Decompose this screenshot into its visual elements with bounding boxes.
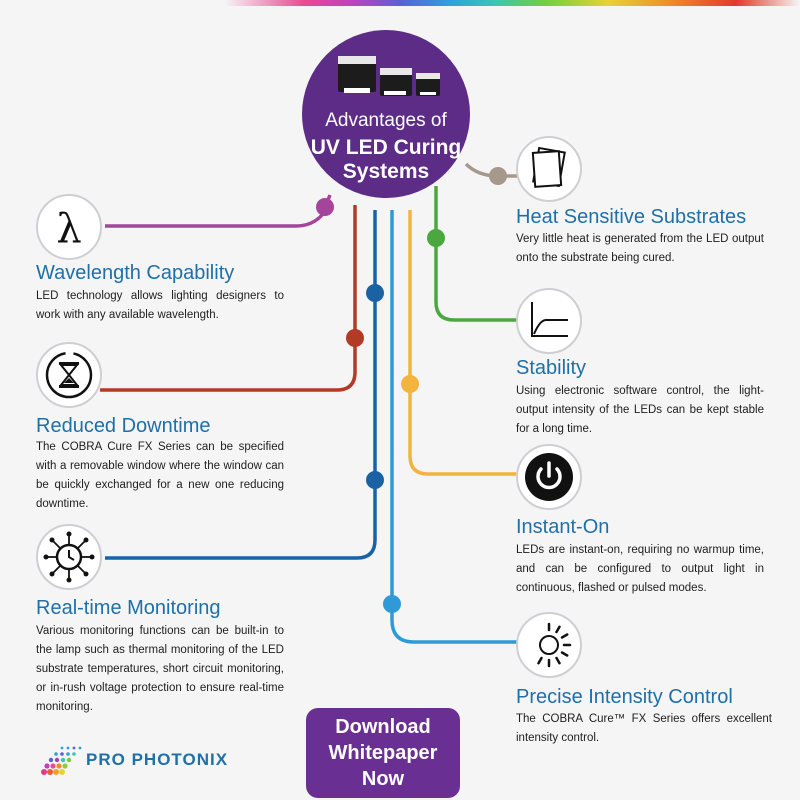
wavelength-node	[316, 198, 334, 216]
instant-desc: LEDs are instant-on, requiring no warmup…	[516, 544, 764, 594]
download-whitepaper-button[interactable]: Download Whitepaper Now	[306, 708, 460, 798]
stability-connector	[434, 186, 518, 322]
stability-desc: Using electronic software control, the l…	[516, 385, 764, 435]
intensity-connector	[390, 210, 518, 644]
hourglass-icon	[36, 342, 102, 408]
downtime-title: Reduced Downtime	[36, 415, 211, 437]
papers-icon	[516, 136, 582, 202]
lambda-icon: λ	[36, 194, 102, 260]
rainbow-bar	[0, 0, 800, 6]
wavelength-title: Wavelength Capability	[36, 262, 235, 284]
logo-dots-icon	[41, 746, 82, 775]
monitoring-connector	[105, 210, 377, 560]
downtime-desc: The COBRA Cure FX Series can be specifie…	[36, 441, 284, 510]
clock-circuit-icon	[36, 524, 102, 590]
download-label-line2: Whitepaper	[328, 742, 438, 764]
stability-node	[427, 229, 445, 247]
intensity-title: Precise Intensity Control	[516, 686, 733, 708]
monitoring-desc: Various monitoring functions can be buil…	[36, 625, 284, 713]
logo-text: PRO PHOTONIX	[86, 750, 228, 770]
download-label-line1: Download	[335, 716, 431, 738]
led-device-image	[338, 56, 440, 96]
heat-node	[489, 167, 507, 185]
stability-title: Stability	[516, 357, 587, 379]
monitoring-title: Real-time Monitoring	[36, 597, 221, 619]
hub-title-line2: UV LED Curing Systems	[310, 136, 462, 183]
wavelength-connector	[105, 194, 332, 228]
wavelength-desc: LED technology allows lighting designers…	[36, 290, 284, 321]
monitoring-node	[366, 471, 384, 489]
heat-desc: Very little heat is generated from the L…	[516, 233, 764, 264]
download-label-line3: Now	[361, 768, 405, 790]
instant-title: Instant-On	[516, 516, 610, 538]
instant-node	[401, 375, 419, 393]
downtime-node	[346, 329, 364, 347]
dial-icon	[516, 612, 582, 678]
intensity-desc: The COBRA Cure™ FX Series offers excelle…	[516, 713, 772, 744]
hub-circle: Advantages of UV LED Curing Systems	[302, 30, 470, 198]
monitoring-top-node	[366, 284, 384, 302]
svg-text:λ: λ	[56, 206, 81, 252]
prophotonix-logo: PRO PHOTONIX	[34, 738, 234, 782]
graph-icon	[516, 288, 582, 354]
heat-title: Heat Sensitive Substrates	[516, 206, 747, 228]
instant-connector	[408, 210, 518, 476]
hub-title-line1: Advantages of	[325, 110, 447, 131]
logo-text-part1: PRO	[86, 750, 126, 769]
logo-text-part2: PHOTONIX	[131, 750, 229, 769]
downtime-connector	[100, 205, 357, 392]
power-icon	[516, 444, 582, 510]
intensity-node	[383, 595, 401, 613]
